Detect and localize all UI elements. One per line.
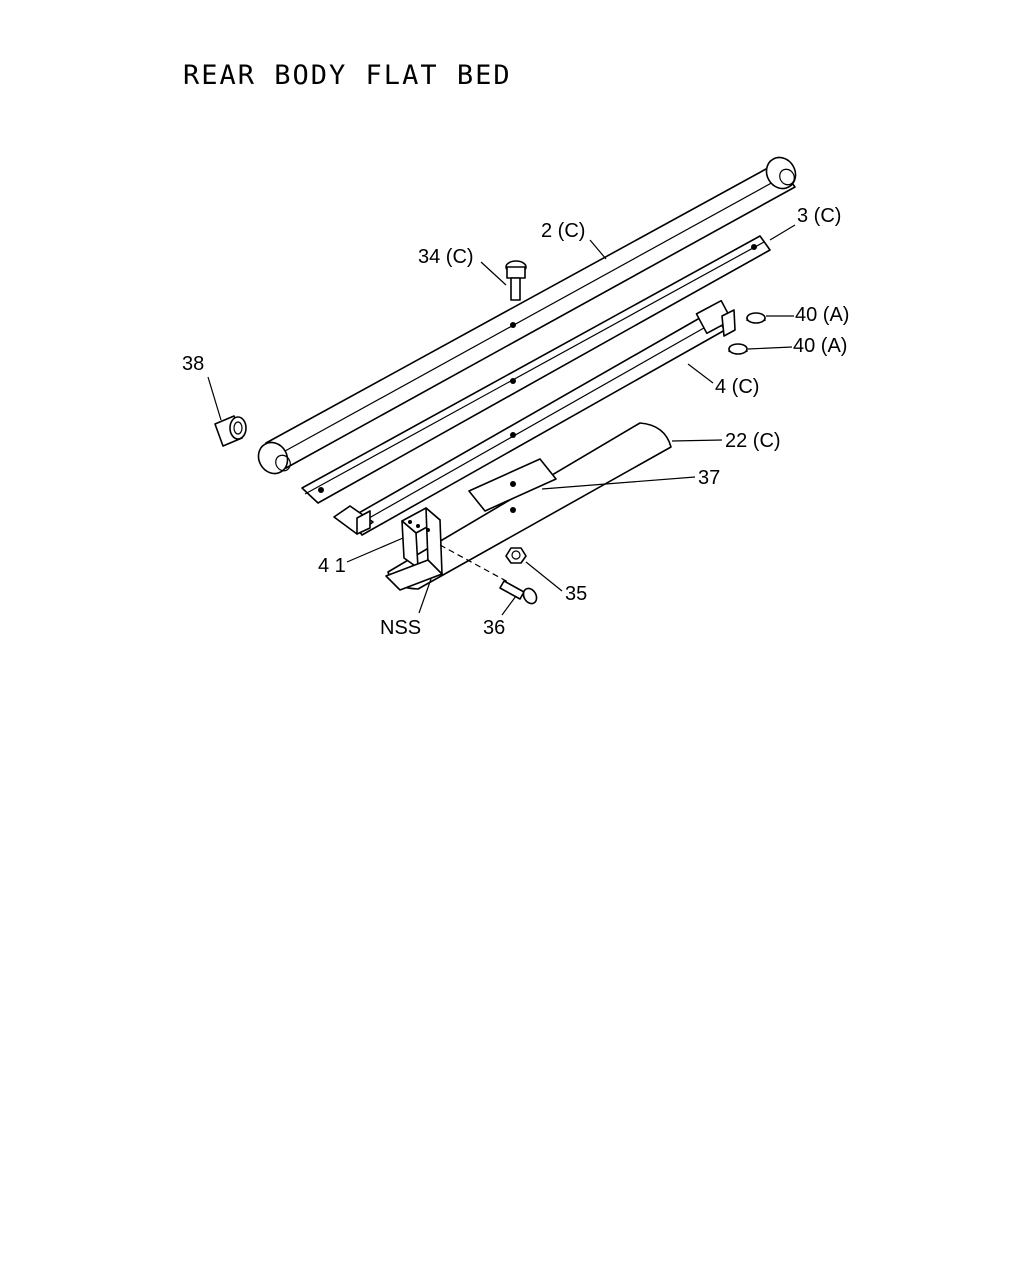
callout-40-lower: 40 (A) (793, 335, 847, 357)
callout-40-upper: 40 (A) (795, 304, 849, 326)
pad-40-lower (728, 343, 748, 355)
nut-35 (505, 547, 527, 564)
bracket-41 (385, 507, 443, 591)
callout-36: 36 (483, 617, 505, 639)
callout-2: 2 (C) (541, 220, 585, 242)
callout-3: 3 (C) (797, 205, 841, 227)
leaf-2-main (257, 156, 797, 475)
leaf-3 (301, 235, 771, 504)
center-bolt-34 (505, 260, 527, 301)
bolt-36 (439, 544, 538, 605)
page-title: REAR BODY FLAT BED (183, 60, 512, 91)
callout-nss: NSS (380, 617, 421, 639)
callout-34: 34 (C) (418, 246, 474, 268)
callout-35: 35 (565, 583, 587, 605)
callout-37: 37 (698, 467, 720, 489)
liner-plate-37 (468, 458, 557, 512)
bushing-38 (214, 415, 247, 447)
pad-40-upper (746, 312, 766, 324)
callout-41: 4 1 (318, 555, 346, 577)
leaf-4 (333, 299, 736, 536)
callout-38: 38 (182, 353, 204, 375)
callout-22: 22 (C) (725, 430, 781, 452)
callout-4: 4 (C) (715, 376, 759, 398)
leader-lines (207, 224, 796, 616)
